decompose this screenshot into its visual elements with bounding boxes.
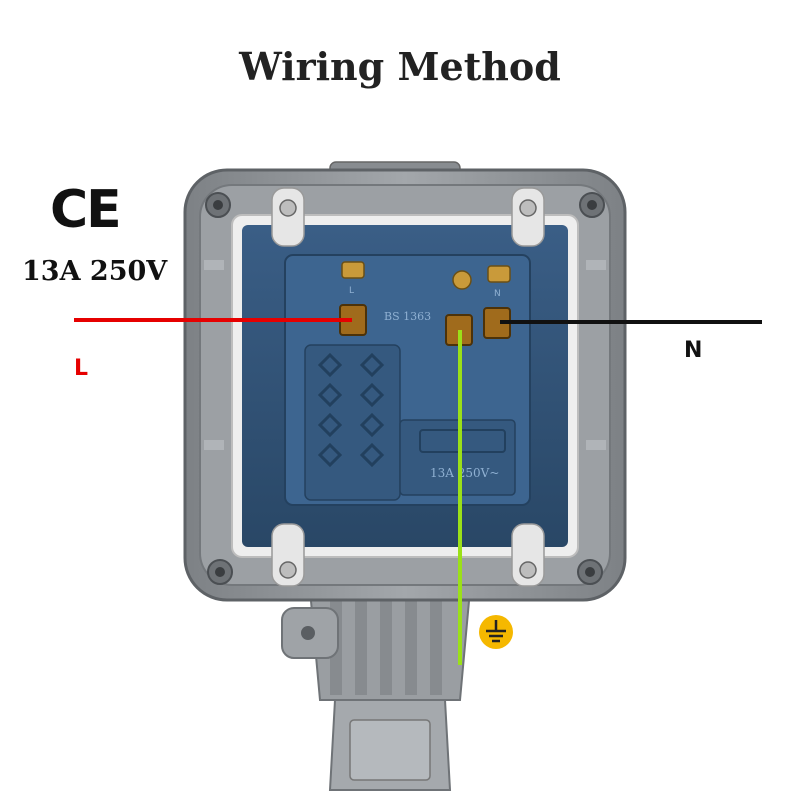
socket-standard-marking: BS 1363 (384, 310, 431, 323)
socket-rating-marking: 13A 250V~ (430, 466, 499, 480)
ce-mark: CE (50, 180, 122, 240)
neutral-wire-label: N (684, 338, 703, 363)
live-terminal-marking: L (349, 286, 354, 296)
neutral-terminal-marking: N (494, 289, 501, 299)
rating-label: 13A 250V (22, 256, 168, 287)
diagram-title: Wiring Method (239, 44, 561, 89)
live-wire-label: L (74, 356, 89, 381)
socket-body: 13A 250V~ BS 1363 L N (242, 187, 568, 587)
earth-ground-icon (479, 615, 513, 649)
cable-gland (281, 589, 472, 791)
